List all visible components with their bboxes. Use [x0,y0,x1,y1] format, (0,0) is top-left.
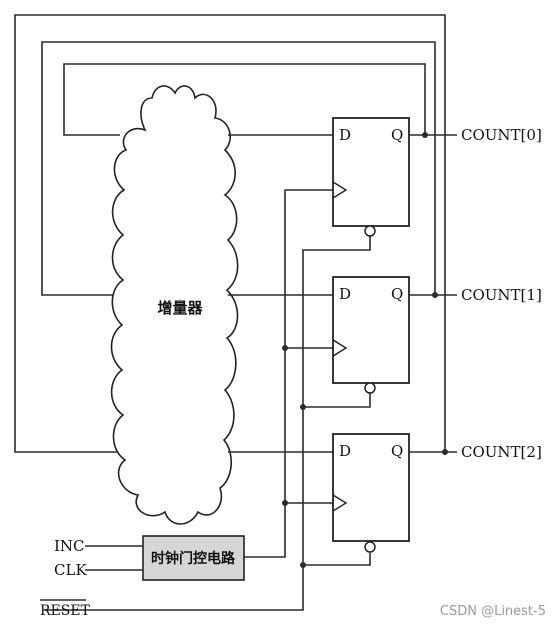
ff1-d-label: D [339,285,351,303]
input-label-clk: CLK [54,561,87,579]
output-wires [409,132,457,455]
d-input-wires [228,134,333,453]
feedback-wires [14,14,446,453]
ff2-reset-bubble [364,541,376,553]
flip-flop-2: D Q [332,433,410,553]
ff1-q-label: Q [391,285,403,303]
ff0-d-label: D [339,126,351,144]
watermark-text: CSDN @Linest-5 [440,604,546,619]
reset-wires [44,236,371,611]
clock-gate-circuit: 时钟门控电路 [142,535,245,581]
output-label-count2: COUNT[2] [461,443,542,461]
clock-wires [244,189,333,558]
output-label-count1: COUNT[1] [461,286,542,304]
output-label-count0: COUNT[0] [461,126,542,144]
ff0-q-label: Q [391,126,403,144]
incrementer-cloud [110,85,239,525]
ff0-reset-bubble [364,225,376,237]
flip-flop-0: D Q [332,117,410,237]
input-label-inc: INC [54,537,85,555]
gate-input-wires [85,545,143,571]
ff2-d-label: D [339,442,351,460]
incrementer-label: 增量器 [157,299,203,317]
flip-flop-1: D Q [332,276,410,394]
input-label-reset: RESET [40,603,91,619]
ff1-reset-bubble [364,382,376,394]
clock-gate-label: 时钟门控电路 [151,550,236,567]
ff2-q-label: Q [391,442,403,460]
